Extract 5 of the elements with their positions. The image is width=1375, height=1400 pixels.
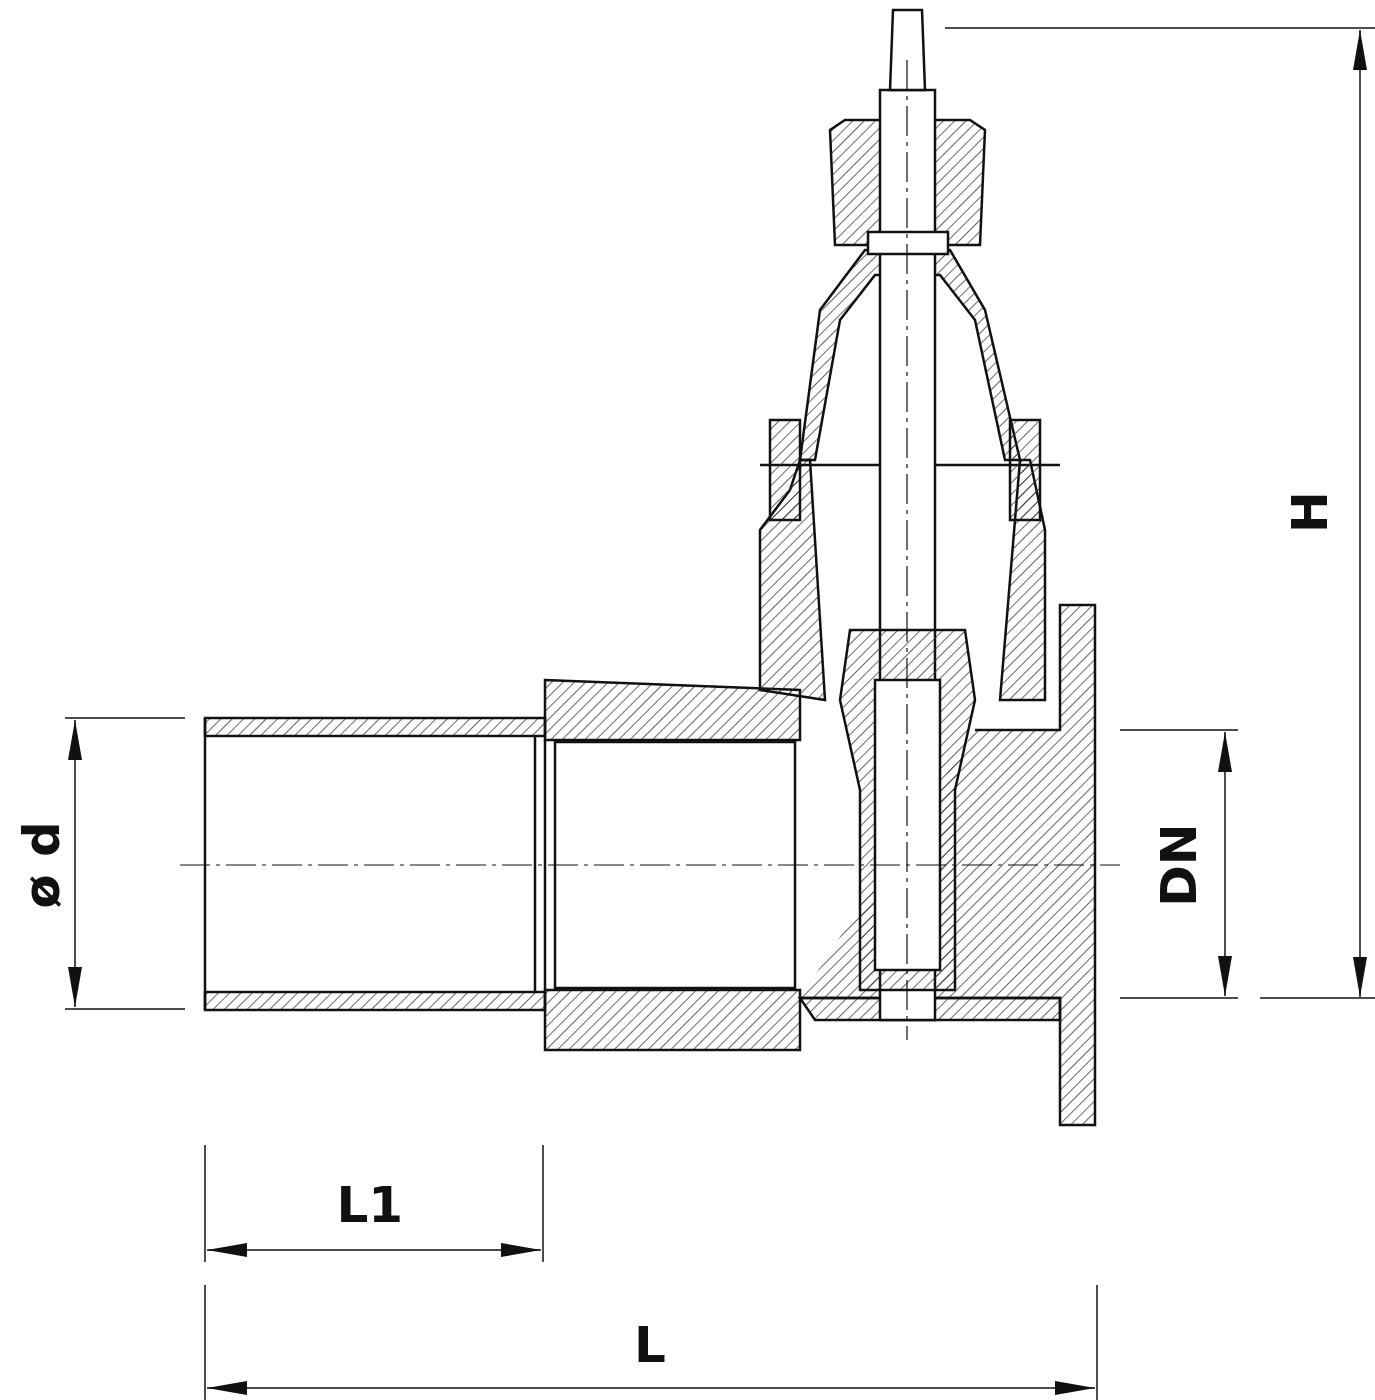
dimension-label: ø d	[16, 821, 67, 909]
dimension-label: H	[1284, 491, 1335, 533]
dimension-label: DN	[1153, 823, 1204, 907]
dimension-label: L1	[336, 1180, 404, 1230]
dimension-label: L	[634, 1320, 666, 1370]
